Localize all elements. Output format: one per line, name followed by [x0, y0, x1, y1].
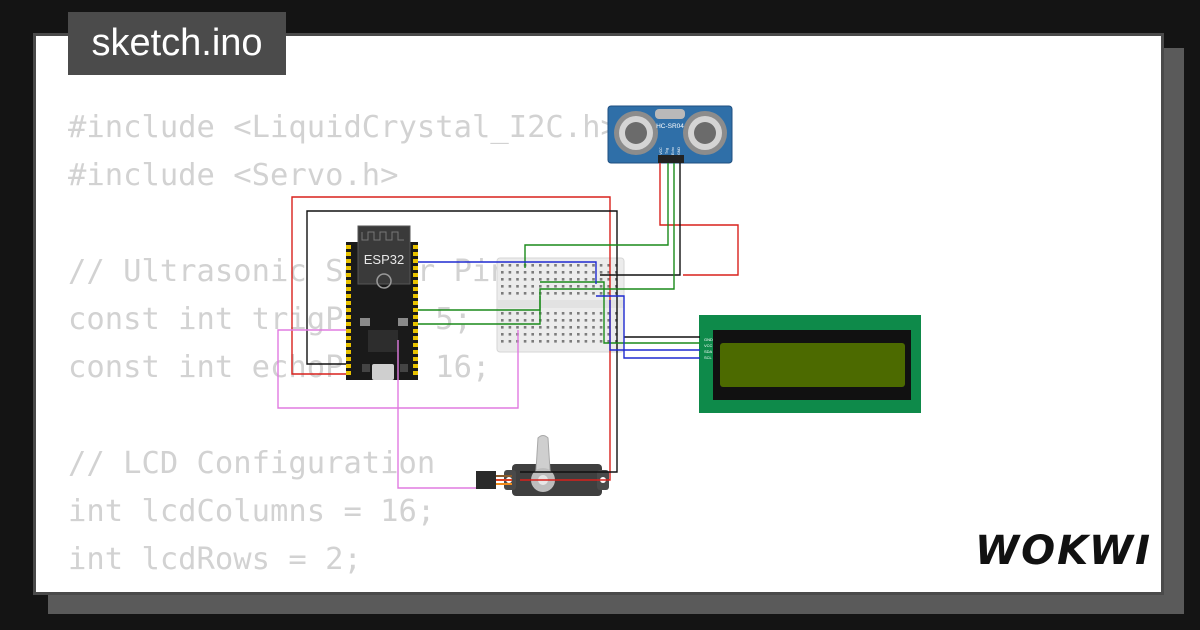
esp32-board[interactable]: ESP32: [346, 225, 418, 380]
pin-label-vcc: VCC: [659, 147, 663, 155]
ultrasonic-label: HC-SR04: [656, 123, 684, 130]
ultrasonic-sensor[interactable]: HC-SR04 VCC Trig Echo GND: [607, 105, 733, 164]
servo-motor[interactable]: [476, 435, 609, 497]
wokwi-logo: WOKWI: [975, 528, 1153, 574]
wires: [277, 163, 739, 489]
code-line: // LCD Configuration: [68, 446, 436, 481]
usb-port: [372, 364, 394, 380]
esp32-antenna: [361, 231, 404, 241]
breadboard[interactable]: [496, 257, 625, 353]
lcd-pin-vcc: VCC: [704, 343, 713, 348]
esp32-pins: [346, 245, 418, 375]
lcd-pin-sda: SDA: [704, 349, 713, 354]
pin-label-echo: Echo: [671, 147, 675, 155]
espressif-logo-icon: [376, 273, 392, 289]
file-tab[interactable]: sketch.ino: [68, 12, 286, 75]
code-line: #include <LiquidCrystal_I2C.h>: [68, 110, 619, 145]
lcd-pin-scl: SCL: [704, 355, 713, 360]
lcd-pin-gnd: GND: [704, 337, 713, 342]
code-line: int lcdColumns = 16;: [68, 494, 436, 529]
esp32-label: ESP32: [364, 252, 404, 267]
pin-label-trig: Trig: [665, 148, 669, 154]
code-line: LiquidCrystal_I2C lcd(0x27, lcdColumns, …: [68, 584, 968, 592]
code-preview: #include <LiquidCrystal_I2C.h> #include <…: [68, 104, 968, 592]
servo-horn: [535, 435, 551, 471]
code-line: int lcdRows = 2;: [68, 542, 362, 577]
lcd-display[interactable]: GND VCC SDA SCL: [699, 315, 921, 413]
pin-label-gnd: GND: [677, 147, 681, 155]
code-line: #include <Servo.h>: [68, 158, 399, 193]
